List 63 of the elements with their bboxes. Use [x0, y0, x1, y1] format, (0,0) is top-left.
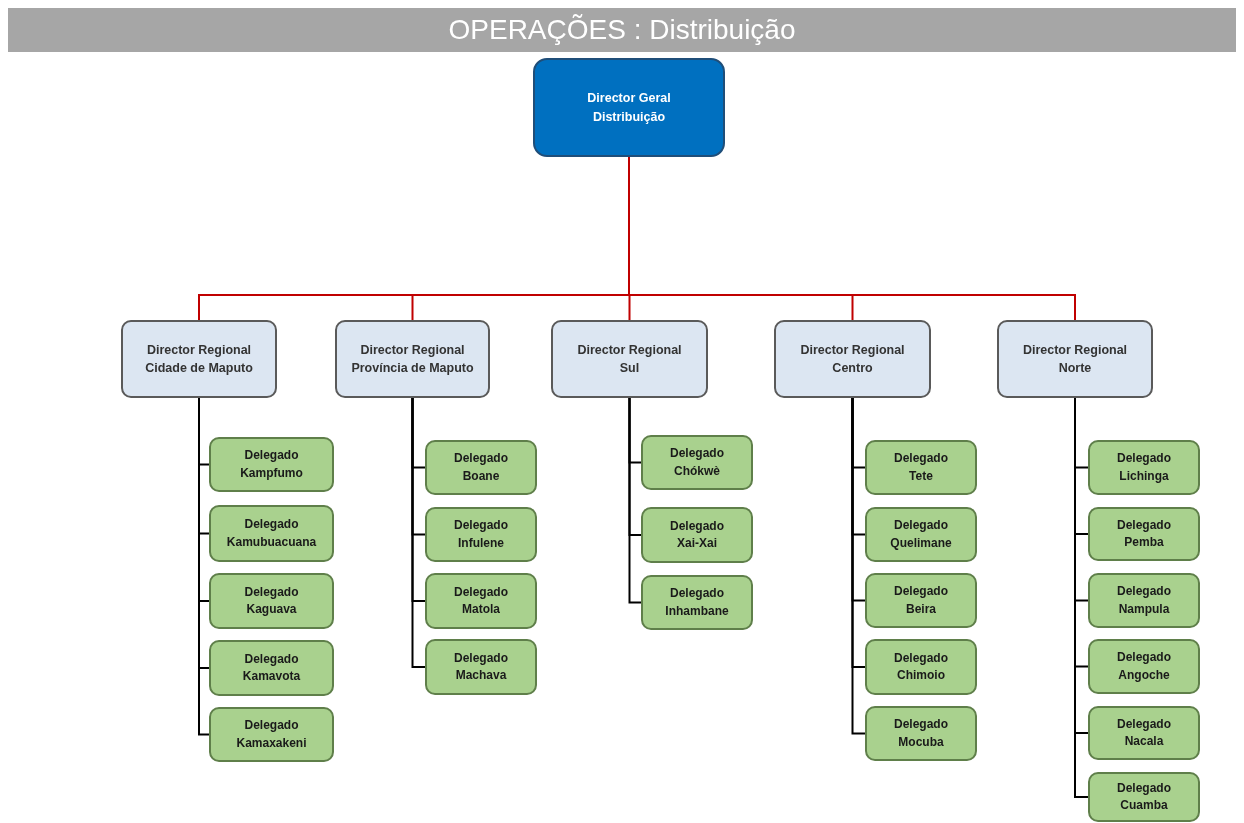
- delegate-box: [1088, 772, 1200, 822]
- delegate-box: [641, 507, 753, 563]
- regional-director-box: [335, 320, 490, 398]
- delegate-box: [865, 507, 977, 562]
- delegate-box: [1088, 507, 1200, 561]
- node-label: Delegado Kamubuacuana: [226, 516, 317, 551]
- title-bar: OPERAÇÕES : Distribuição: [8, 8, 1236, 52]
- delegate-box: [209, 505, 334, 562]
- node-label: Delegado Boane: [454, 450, 508, 485]
- node-label: Delegado Chimoio: [894, 649, 948, 684]
- node-label: Delegado Cuamba: [1117, 779, 1171, 814]
- node-label: Delegado Kaguava: [244, 583, 299, 618]
- delegate-box: [1088, 639, 1200, 694]
- node-label: Delegado Kamavota: [242, 650, 301, 685]
- regional-director-box: [997, 320, 1153, 398]
- node-label: Delegado Angoche: [1117, 649, 1171, 684]
- connector-line: [628, 397, 642, 604]
- node-label: Delegado Pemba: [1117, 516, 1171, 551]
- node-label: Delegado Nacala: [1117, 715, 1171, 750]
- delegate-box: [209, 640, 334, 696]
- delegate-box: [1088, 706, 1200, 760]
- node-label: Delegado Nampula: [1117, 583, 1171, 618]
- director-box: [533, 58, 725, 157]
- regional-director-box: [551, 320, 708, 398]
- delegate-box: [1088, 440, 1200, 495]
- delegate-box: [865, 639, 977, 695]
- node-label: Director Regional Sul: [576, 341, 683, 377]
- delegate-box: [865, 706, 977, 761]
- delegate-box: [1088, 573, 1200, 628]
- node-label: Director Geral Distribuição: [586, 90, 672, 126]
- delegate-box: [209, 707, 334, 762]
- node-label: Delegado Lichinga: [1117, 450, 1171, 485]
- node-label: Director Regional Cidade de Maputo: [144, 341, 254, 377]
- node-label: Delegado Xai-Xai: [670, 517, 724, 552]
- delegate-box: [425, 639, 537, 695]
- node-label: Delegado Infulene: [454, 517, 508, 552]
- delegate-box: [425, 573, 537, 629]
- connector-line: [198, 397, 210, 736]
- delegate-box: [641, 435, 753, 490]
- delegate-box: [425, 507, 537, 562]
- node-label: Delegado Mocuba: [894, 716, 948, 751]
- node-label: Delegado Beira: [894, 583, 948, 618]
- delegate-box: [209, 573, 334, 629]
- node-label: Director Regional Província de Maputo: [351, 341, 474, 377]
- node-label: Delegado Tete: [894, 450, 948, 485]
- delegate-box: [865, 573, 977, 628]
- regional-director-box: [774, 320, 931, 398]
- node-label: Director Regional Centro: [799, 341, 906, 377]
- node-label: Delegado Kampfumo: [240, 447, 303, 482]
- node-label: Delegado Machava: [454, 649, 508, 684]
- delegate-box: [209, 437, 334, 492]
- regional-director-box: [121, 320, 277, 398]
- connector-line: [411, 397, 426, 668]
- node-label: Delegado Chókwè: [670, 445, 724, 480]
- delegate-box: [425, 440, 537, 495]
- connector-line: [851, 397, 866, 735]
- delegate-box: [641, 575, 753, 630]
- node-label: Delegado Inhambane: [665, 585, 729, 620]
- node-label: Director Regional Norte: [1021, 341, 1129, 377]
- delegate-box: [865, 440, 977, 495]
- node-label: Delegado Kamaxakeni: [236, 717, 307, 752]
- node-label: Delegado Quelimane: [890, 517, 952, 552]
- node-label: Delegado Matola: [454, 583, 508, 618]
